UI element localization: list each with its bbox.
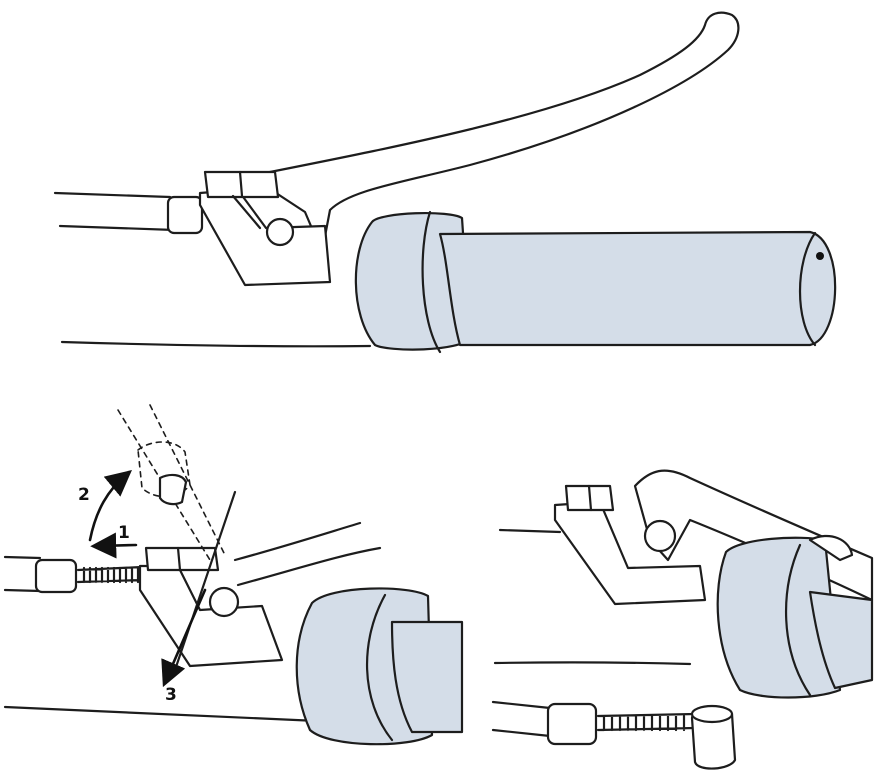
grip-body xyxy=(440,232,835,345)
handlebar-lower-line-2 xyxy=(5,707,340,722)
handlebar-lower-line-3 xyxy=(495,662,690,664)
assembled-lever-view xyxy=(55,13,835,352)
pivot-bolt xyxy=(267,219,293,245)
cable-housing-line xyxy=(493,702,550,736)
grip-end-dot xyxy=(816,252,824,260)
lever-blade-edge-1 xyxy=(235,523,360,560)
step-2-label: 2 xyxy=(78,485,90,505)
handlebar-bottom-edge xyxy=(60,226,175,230)
handlebar-lower-line xyxy=(62,342,370,346)
lever-blade xyxy=(250,13,738,252)
pivot-bolt-2 xyxy=(210,588,238,616)
adjuster-barrel-3 xyxy=(548,704,596,744)
handlebar-top-edge xyxy=(55,193,170,197)
cable-detached-view xyxy=(493,471,872,769)
step-3-label: 3 xyxy=(165,685,177,705)
handlebar-top-edge-3 xyxy=(500,530,560,532)
lever-perch-2 xyxy=(140,566,282,666)
adjuster-barrel xyxy=(168,197,202,233)
handlebar-bottom-edge-2 xyxy=(5,590,40,591)
handlebar-top-edge-2 xyxy=(5,557,40,558)
cable-end-fitting xyxy=(160,475,186,504)
cable-nipple-top xyxy=(692,706,732,722)
step-1-arrow xyxy=(98,545,136,546)
step-1-label: 1 xyxy=(118,523,130,543)
cable-threads-3 xyxy=(598,714,695,730)
cable-removal-view: 1 2 3 xyxy=(5,405,462,744)
adjuster-barrel-2 xyxy=(36,560,76,592)
adjuster-threads xyxy=(78,567,142,582)
pivot-bolt-3 xyxy=(645,521,675,551)
perch-slot-top-2 xyxy=(146,548,218,570)
